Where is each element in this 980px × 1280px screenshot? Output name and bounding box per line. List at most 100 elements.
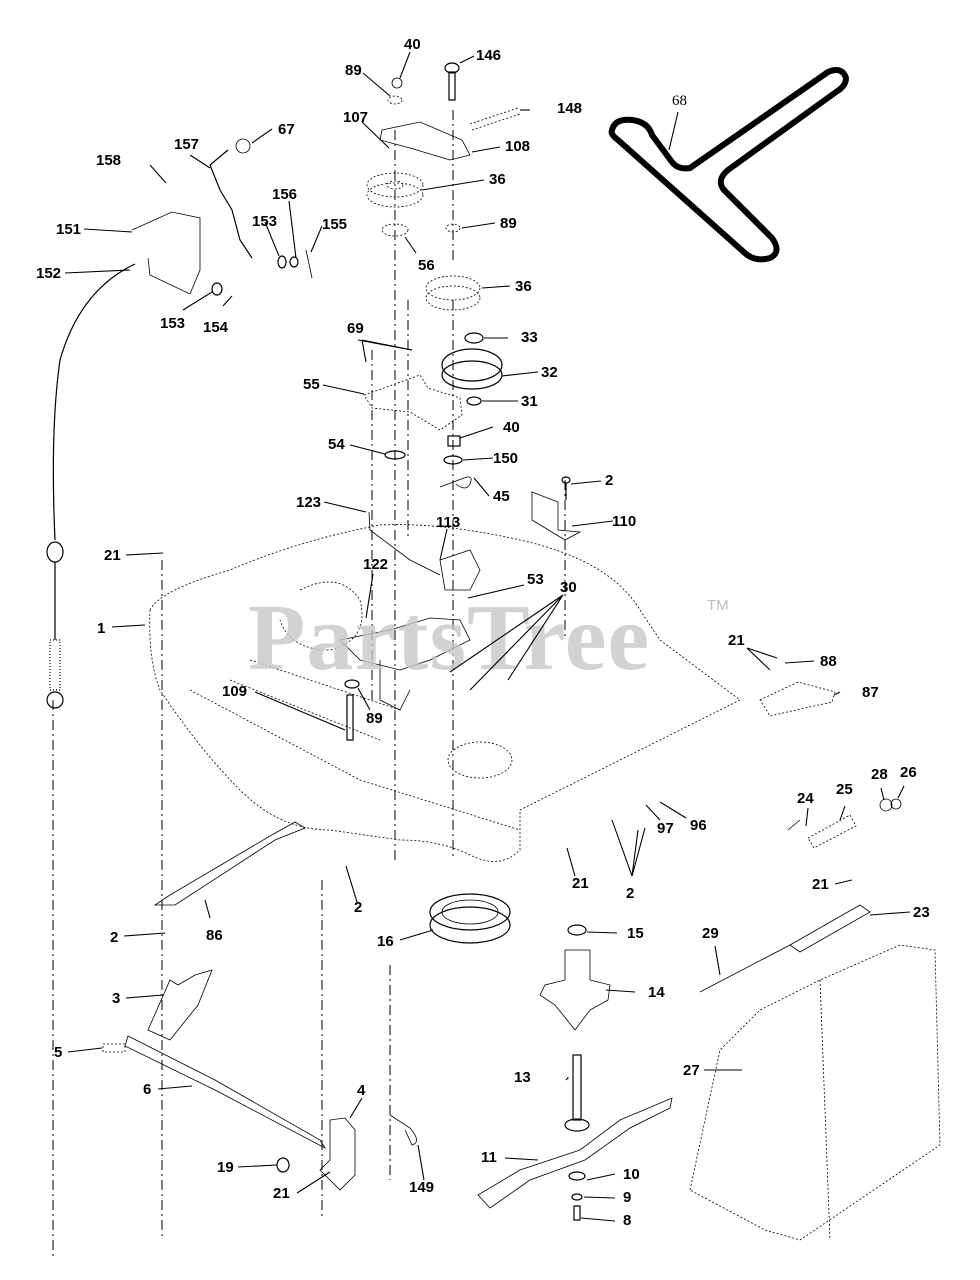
callout-154[interactable]: 154 bbox=[203, 319, 229, 336]
washer-150 bbox=[443, 455, 463, 465]
bracket-24 bbox=[787, 819, 801, 831]
nut-33 bbox=[464, 332, 484, 344]
callout-149[interactable]: 149 bbox=[409, 1179, 435, 1196]
callout-86[interactable]: 86 bbox=[206, 927, 223, 944]
washer-9 bbox=[571, 1193, 583, 1201]
callout-25[interactable]: 25 bbox=[836, 781, 853, 798]
callout-24[interactable]: 24 bbox=[797, 790, 814, 807]
callout-122[interactable]: 122 bbox=[363, 556, 389, 573]
callout-2[interactable]: 2 bbox=[605, 472, 614, 489]
callout-89[interactable]: 89 bbox=[345, 62, 362, 79]
callout-158[interactable]: 158 bbox=[96, 152, 122, 169]
bracket-3 bbox=[147, 969, 213, 1041]
blade-11 bbox=[477, 1097, 673, 1209]
callout-11[interactable]: 11 bbox=[481, 1149, 497, 1166]
callout-152[interactable]: 152 bbox=[36, 265, 62, 282]
callout-21[interactable]: 21 bbox=[572, 875, 589, 892]
callout-16[interactable]: 16 bbox=[377, 933, 394, 950]
callout-96[interactable]: 96 bbox=[690, 817, 707, 834]
callout-156[interactable]: 156 bbox=[272, 186, 298, 203]
callout-5[interactable]: 5 bbox=[54, 1044, 63, 1061]
callout-29[interactable]: 29 bbox=[702, 925, 719, 942]
cable-152 bbox=[46, 263, 136, 709]
callout-14[interactable]: 14 bbox=[648, 984, 665, 1001]
callout-146[interactable]: 146 bbox=[476, 47, 502, 64]
callout-151[interactable]: 151 bbox=[56, 221, 82, 238]
mower-deck-1 bbox=[149, 524, 741, 862]
callout-31[interactable]: 31 bbox=[521, 393, 538, 410]
callout-109[interactable]: 109 bbox=[222, 683, 248, 700]
callout-87[interactable]: 87 bbox=[862, 684, 879, 701]
callout-32[interactable]: 32 bbox=[541, 364, 558, 381]
callout-15[interactable]: 15 bbox=[627, 925, 644, 942]
callout-40[interactable]: 40 bbox=[503, 419, 520, 436]
callout-54[interactable]: 54 bbox=[328, 436, 345, 453]
lift-lever-bracket-151 bbox=[131, 211, 201, 295]
callout-21[interactable]: 21 bbox=[728, 632, 745, 649]
callout-13[interactable]: 13 bbox=[514, 1069, 531, 1086]
idler-arm-108 bbox=[379, 121, 471, 161]
callout-153[interactable]: 153 bbox=[160, 315, 186, 332]
callout-88[interactable]: 88 bbox=[820, 653, 837, 670]
callout-150[interactable]: 150 bbox=[493, 450, 519, 467]
callout-40[interactable]: 40 bbox=[404, 36, 421, 53]
callout-157[interactable]: 157 bbox=[174, 136, 200, 153]
callout-108[interactable]: 108 bbox=[505, 138, 531, 155]
callout-113[interactable]: 113 bbox=[436, 514, 461, 531]
callout-8[interactable]: 8 bbox=[623, 1212, 632, 1229]
spindle-shaft-13 bbox=[564, 1054, 590, 1132]
washer-31 bbox=[466, 396, 482, 406]
callout-10[interactable]: 10 bbox=[623, 1166, 640, 1183]
callout-21[interactable]: 21 bbox=[812, 876, 829, 893]
callout-97[interactable]: 97 bbox=[657, 820, 674, 837]
washer-153 bbox=[277, 249, 313, 279]
callout-155[interactable]: 155 bbox=[322, 216, 348, 233]
callout-21[interactable]: 21 bbox=[273, 1185, 290, 1202]
washer-54 bbox=[384, 450, 406, 460]
bushing-40 bbox=[447, 435, 461, 447]
callout-33[interactable]: 33 bbox=[521, 329, 538, 346]
bearing-15 bbox=[567, 924, 587, 936]
callout-45[interactable]: 45 bbox=[493, 488, 510, 505]
callout-36[interactable]: 36 bbox=[489, 171, 506, 188]
callout-36[interactable]: 36 bbox=[515, 278, 532, 295]
spacer-56 bbox=[381, 223, 409, 237]
callout-89[interactable]: 89 bbox=[366, 710, 383, 727]
callout-107[interactable]: 107 bbox=[343, 109, 369, 126]
callout-19[interactable]: 19 bbox=[217, 1159, 234, 1176]
callout-2[interactable]: 2 bbox=[626, 885, 635, 902]
callout-4[interactable]: 4 bbox=[357, 1082, 366, 1099]
callout-148[interactable]: 148 bbox=[557, 100, 583, 117]
bolt-146 bbox=[444, 62, 460, 101]
callout-3[interactable]: 3 bbox=[112, 990, 121, 1007]
callout-2[interactable]: 2 bbox=[110, 929, 119, 946]
callout-123[interactable]: 123 bbox=[296, 494, 322, 511]
hairpin-149 bbox=[389, 1114, 417, 1146]
callout-56[interactable]: 56 bbox=[418, 257, 435, 274]
bolt-109 bbox=[344, 679, 360, 741]
callout-89[interactable]: 89 bbox=[500, 215, 517, 232]
deck-hanger-86 bbox=[153, 821, 306, 906]
callout-26[interactable]: 26 bbox=[900, 764, 917, 781]
spring-25 bbox=[807, 814, 857, 849]
callout-21[interactable]: 21 bbox=[104, 547, 121, 564]
callout-68[interactable]: 68 bbox=[672, 93, 687, 109]
callout-9[interactable]: 9 bbox=[623, 1189, 632, 1206]
callout-27[interactable]: 27 bbox=[683, 1062, 700, 1079]
callout-110[interactable]: 110 bbox=[612, 513, 637, 530]
callout-6[interactable]: 6 bbox=[143, 1081, 152, 1098]
callout-30[interactable]: 30 bbox=[560, 579, 577, 596]
callout-69[interactable]: 69 bbox=[347, 320, 364, 337]
callout-53[interactable]: 53 bbox=[527, 571, 544, 588]
callout-67[interactable]: 67 bbox=[278, 121, 295, 138]
nut-40-top bbox=[391, 77, 403, 89]
idler-pulley-lower bbox=[425, 275, 481, 311]
callout-1[interactable]: 1 bbox=[97, 620, 106, 637]
spring-148 bbox=[469, 107, 521, 131]
washer-10 bbox=[568, 1171, 586, 1181]
callout-55[interactable]: 55 bbox=[303, 376, 320, 393]
callout-153[interactable]: 153 bbox=[252, 213, 278, 230]
callout-28[interactable]: 28 bbox=[871, 766, 888, 783]
callout-2[interactable]: 2 bbox=[354, 899, 363, 916]
callout-23[interactable]: 23 bbox=[913, 904, 930, 921]
